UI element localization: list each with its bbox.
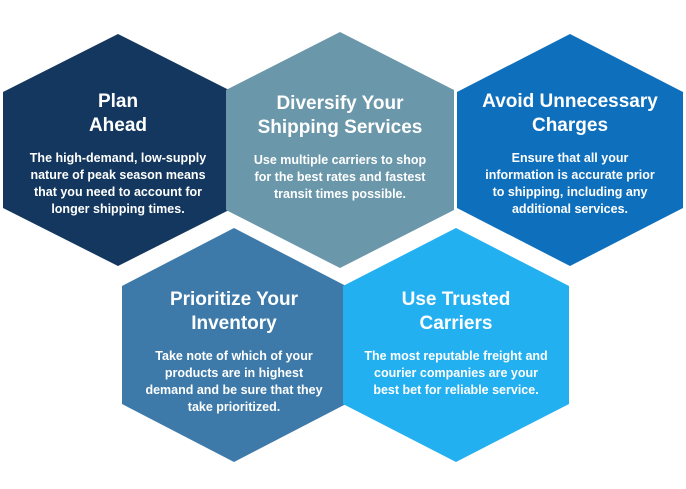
hex-body: Take note of which of your products are …: [145, 349, 323, 414]
hex-title: Diversify Your Shipping Services: [257, 93, 423, 138]
hex-title: Prioritize Your Inventory: [169, 289, 299, 334]
hex-body: Ensure that all your information is accu…: [485, 151, 655, 216]
hex-text-plan-ahead: Plan Ahead The high-demand, low-supply n…: [22, 90, 214, 218]
hex-avoid-charges: [457, 34, 683, 266]
hex-text-diversify: Diversify Your Shipping Services Use mul…: [240, 92, 440, 203]
hex-text-avoid-charges: Avoid Unnecessary Charges Ensure that al…: [470, 90, 670, 218]
hex-trusted-carriers: [343, 228, 569, 462]
hex-plan-ahead: [3, 34, 233, 266]
hex-title: Avoid Unnecessary Charges: [482, 91, 658, 136]
hex-diversify: [226, 32, 454, 268]
hex-text-prioritize: Prioritize Your Inventory Take note of w…: [136, 288, 332, 416]
hex-body: Use multiple carriers to shop for the be…: [253, 153, 427, 201]
hex-title: Use Trusted Carriers: [401, 289, 511, 334]
hex-text-trusted-carriers: Use Trusted Carriers The most reputable …: [356, 288, 556, 399]
hex-body: The most reputable freight and courier c…: [364, 349, 548, 397]
hex-prioritize: [122, 228, 346, 462]
hex-body: The high-demand, low-supply nature of pe…: [29, 151, 207, 216]
hex-title: Plan Ahead: [88, 91, 148, 136]
